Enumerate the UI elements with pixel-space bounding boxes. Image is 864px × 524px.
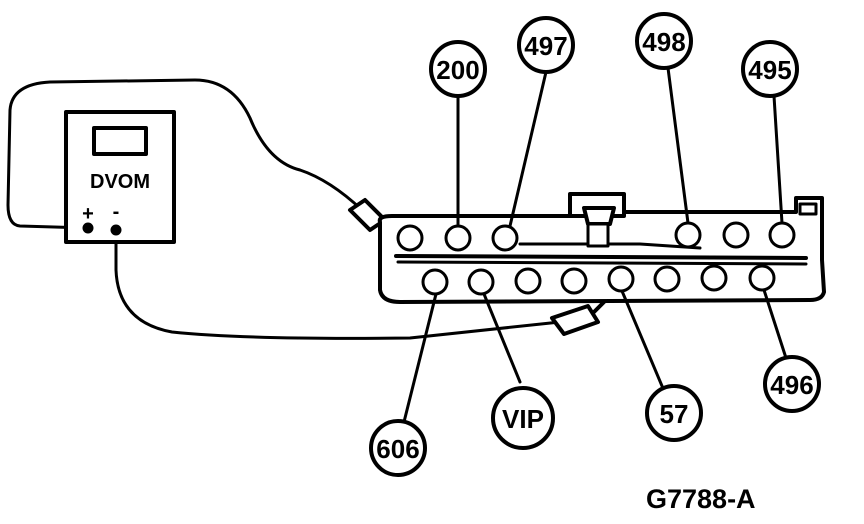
top-pin-498 <box>674 221 702 249</box>
dvom-label: DVOM <box>90 171 150 193</box>
callout-circle-606 <box>369 419 427 477</box>
negative-symbol: - <box>113 201 120 223</box>
bottom-pin-row <box>421 264 776 296</box>
callout-circle-496 <box>763 355 821 413</box>
bottom-pin-57 <box>607 265 635 293</box>
callout-label-495: 495 <box>748 55 791 85</box>
top-pin-200 <box>444 224 472 252</box>
bottom-pin-4 <box>560 267 588 295</box>
callout-label-606: 606 <box>376 434 419 464</box>
callout-circle-498 <box>635 12 693 70</box>
bottom-pin-6 <box>653 265 681 293</box>
callout-label-200: 200 <box>436 55 479 85</box>
callout-label-496: 496 <box>770 370 813 400</box>
bottom-pin-3 <box>514 267 542 295</box>
top-pin-497 <box>491 224 519 252</box>
positive-symbol: + <box>82 203 94 225</box>
negative-probe <box>550 298 608 336</box>
callout-circles <box>369 12 821 477</box>
callout-label-57: 57 <box>660 399 689 429</box>
top-pin-1 <box>396 224 424 252</box>
positive-test-lead <box>6 78 364 230</box>
bottom-pin-606 <box>421 268 449 296</box>
callout-circle-495 <box>741 40 799 98</box>
bottom-pin-vip <box>467 268 495 296</box>
callout-circle-200 <box>429 40 487 98</box>
top-pin-6 <box>722 221 750 249</box>
negative-jack <box>110 224 122 236</box>
bottom-pin-496 <box>748 264 776 292</box>
bottom-pin-7 <box>700 264 728 292</box>
top-pin-row <box>396 221 796 252</box>
callout-label-498: 498 <box>642 27 685 57</box>
negative-test-lead <box>114 228 562 340</box>
dvom-meter <box>64 110 176 244</box>
top-pin-495 <box>768 221 796 249</box>
callout-circle-vip <box>491 386 555 450</box>
callout-circle-497 <box>517 16 575 74</box>
callout-circle-57 <box>645 384 703 442</box>
dvom-display <box>92 126 148 156</box>
callout-label-vip: VIP <box>502 404 544 434</box>
positive-jack <box>82 222 94 234</box>
leader-lines <box>402 66 788 424</box>
figure-id: G7788-A <box>646 484 756 514</box>
callout-label-497: 497 <box>524 31 567 61</box>
